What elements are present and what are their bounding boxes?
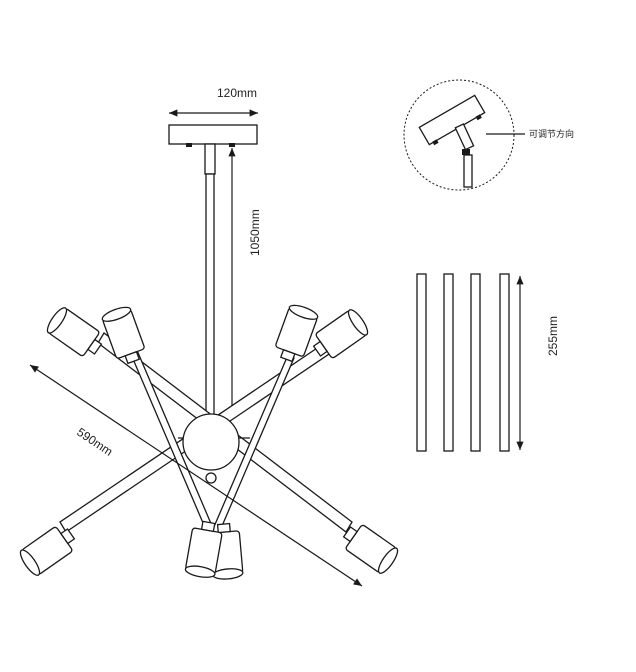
extension-rod-1 [416, 273, 427, 452]
rod-length-label: 1050mm [248, 209, 262, 256]
lamp-holder-top-right-inner [275, 304, 319, 363]
adjust-direction-label: 可调节方向 [529, 128, 574, 139]
lamp-holder-bottom-left [19, 526, 76, 576]
down-rod [204, 143, 216, 418]
extension-length-label: 255mm [546, 316, 560, 356]
lamp-holder-top-right-outer [312, 309, 369, 359]
adjustable-joint-detail: 可调节方向 [403, 79, 574, 191]
extension-length-dimension: 255mm [516, 276, 560, 450]
extension-rod-4 [499, 273, 510, 452]
lamp-holder-top-left-inner [101, 306, 145, 365]
canopy-width-label: 120mm [217, 86, 257, 100]
canopy-width-dimension: 120mm [169, 86, 258, 117]
extension-rod-3 [470, 273, 481, 452]
span-label: 590mm [74, 425, 115, 459]
extension-rods [416, 273, 510, 452]
rod-length-dimension: 1050mm [228, 148, 262, 418]
extension-rod-2 [443, 273, 454, 452]
lamp-holder-top-left-outer [46, 307, 103, 357]
